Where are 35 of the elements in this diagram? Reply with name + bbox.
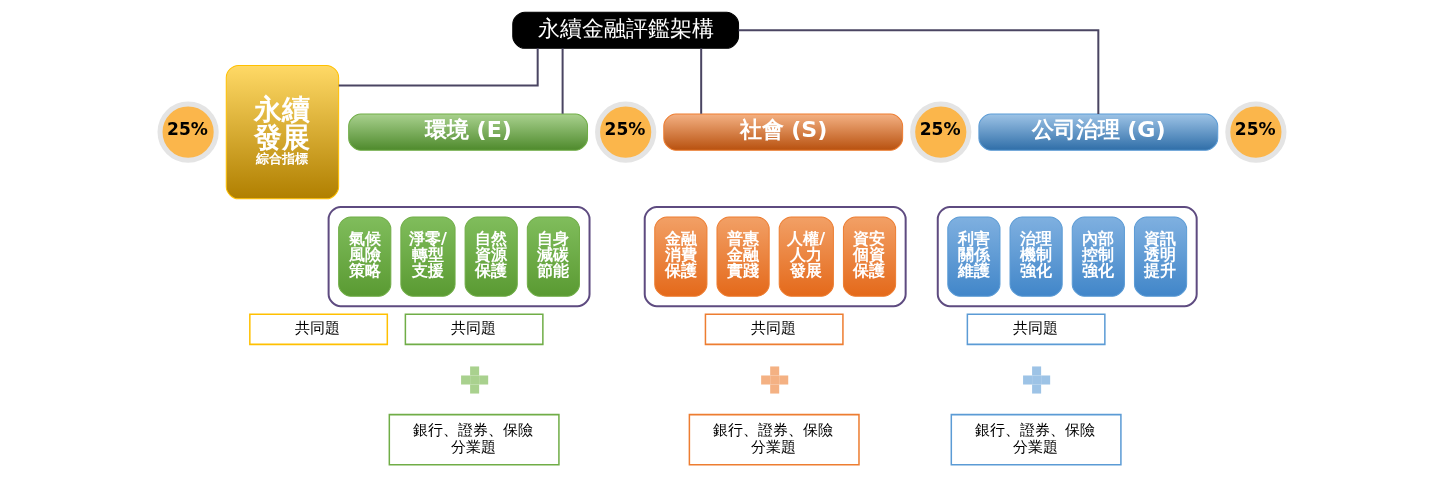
node-box: 共同題 [404, 313, 544, 346]
cluster [643, 205, 907, 308]
node-circle: 25% [157, 101, 219, 163]
node-box: 資安個資保護 [842, 216, 897, 297]
node-box: 利害關係維護 [947, 216, 1001, 297]
node-box: 社會 (S) [663, 113, 904, 151]
node-box: 永續金融評鑑架構 [512, 11, 740, 49]
connector [338, 48, 539, 87]
connector [700, 48, 703, 114]
connector [738, 29, 1100, 114]
node-box: 普惠金融實踐 [716, 216, 770, 297]
node-box: 自身減碳節能 [526, 216, 580, 297]
node-box: 治理機制強化 [1009, 216, 1063, 297]
node-box: 資訊透明提升 [1133, 216, 1188, 297]
node-box: 氣候風險策略 [338, 216, 392, 297]
node-box: 銀行、證券、保險分業題 [688, 413, 860, 466]
node-box: 共同題 [704, 313, 844, 346]
node-circle: 25% [1225, 101, 1287, 163]
node-box: 內部控制強化 [1071, 216, 1125, 297]
node-box: 淨零/轉型支援 [400, 216, 456, 297]
node-circle: 25% [595, 101, 657, 163]
node-box: 公司治理 (G) [978, 113, 1219, 151]
node-box: 自然資源保護 [464, 216, 518, 297]
node-box: 金融消費保護 [654, 216, 708, 297]
node-box: 永續發展 綜合指標 [225, 64, 340, 200]
cluster [327, 205, 591, 308]
connector [561, 48, 564, 114]
node-box: 人權/人力發展 [778, 216, 834, 297]
node-box: 共同題 [966, 313, 1106, 346]
cluster [936, 205, 1198, 308]
node-circle: 25% [910, 101, 972, 163]
node-box: 共同題 [249, 313, 389, 346]
node-box: 銀行、證券、保險分業題 [388, 413, 560, 466]
node-box: 銀行、證券、保險分業題 [950, 413, 1122, 466]
node-box: 環境 (E) [348, 113, 588, 151]
